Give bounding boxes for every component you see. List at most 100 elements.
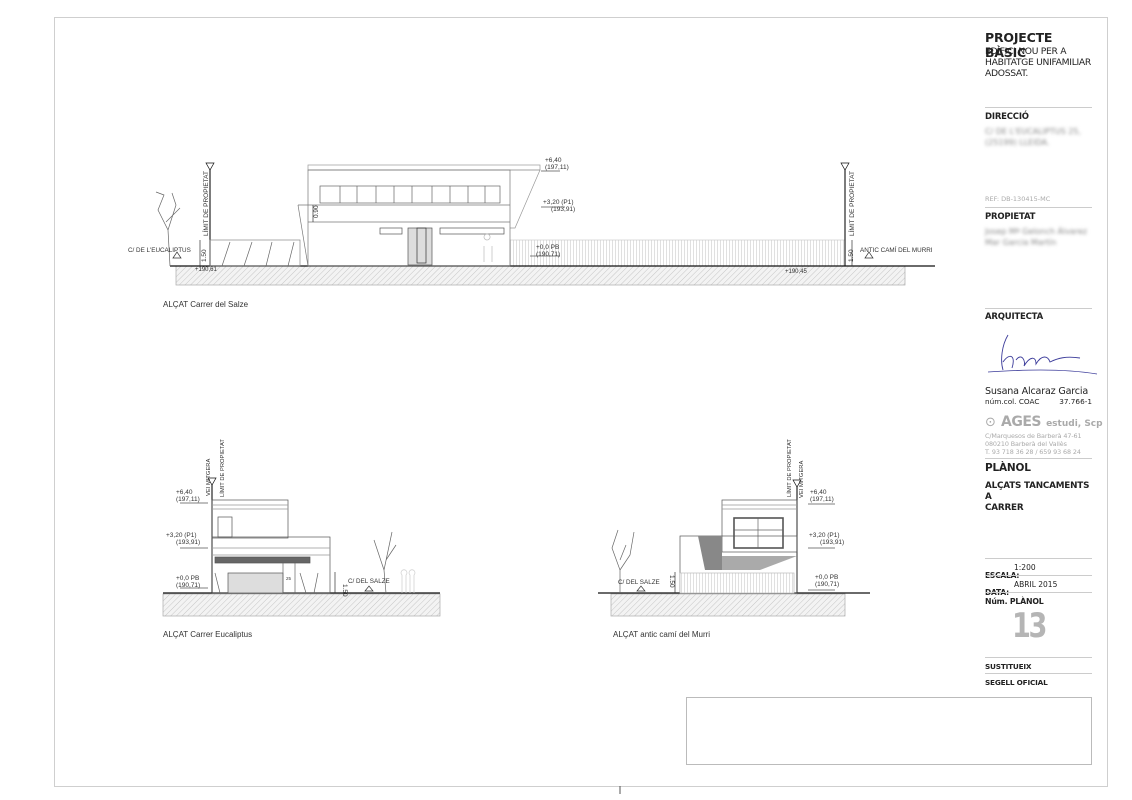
drawing-line [864,251,874,259]
drawing-line [339,186,486,203]
drawing-line [722,556,797,570]
drawing-line [987,369,1098,375]
drawing-line [319,185,501,204]
drawing-line [400,569,416,593]
project-description: EDIFICI NOU PER A HABITATGE UNIFAMILIAR … [985,46,1091,79]
elevation-carrer-eucaliptus [162,477,441,617]
drawing-line [307,164,541,171]
architect-signature [987,334,1098,375]
drawing-line [530,170,565,257]
fence-height-left: 1.50 [201,249,208,262]
pb-level: +0,0 PB [536,244,559,251]
drawing-line [308,169,541,229]
band-height: 0.90 [313,205,320,218]
roof-level-abs: (197,11) [176,496,200,503]
level-right: +190,45 [785,269,808,275]
street-label-left: C/ DE L'EUCALIPTUS [128,247,191,254]
drawing-line [162,593,441,617]
roof-level-abs: (197,11) [810,496,834,503]
drawing-line [212,504,288,510]
drawing-line [211,499,289,539]
plan-number: 13 [1012,606,1047,646]
caption-right: ALÇAT antic camí del Murri [613,630,710,639]
roof-level-abs: (197,11) [545,164,569,171]
divider [985,592,1092,593]
drawing-line [611,529,635,593]
street-label: C/ DEL SALZE [348,578,390,585]
drawing-line [227,572,284,594]
slatted-fence [509,239,846,267]
p1-level: +3,20 (P1) [809,532,840,539]
official-seal-label: SEGELL OFICIAL [985,678,1048,687]
plan-number-label: Núm. PLÀNOL [985,597,1044,606]
left-elevation-labels: VEI MITGERA LÍMIT DE PROPIETAT +6,40 (19… [163,439,390,639]
plan-title: ALÇATS TANCAMENTS A CARRER [985,481,1090,513]
fence-height-right: 1.50 [848,249,855,262]
architect-heading: ARQUITECTA [985,312,1043,322]
pb-level: +0,0 PB [176,575,199,582]
neighbour-wall-label: VEI MITGERA [799,461,805,498]
pb-level-abs: (190,71) [815,581,839,588]
drawing-line [610,593,846,617]
fence-height: 1.50 [668,575,675,588]
drawing-line [679,572,795,594]
address-blurred: C/ DE L'EUCALIPTUS 25, (25199) LLEIDA. [985,127,1081,147]
drawing-line [698,536,722,570]
project-title: PROJECTE BÀSIC [985,30,1053,60]
street-label: C/ DEL SALZE [618,579,660,586]
drawing-line [439,227,505,235]
drawing-line [840,162,850,171]
sheet-frame [54,17,1108,787]
replaces-label: SUSTITUEIX [985,662,1032,671]
roof-level: +6,40 [810,489,827,496]
drawing-line [636,585,646,592]
property-limit-label: LÍMIT DE PROPIETAT [786,439,793,497]
drawing-line [808,503,835,591]
pb-level-abs: (190,71) [536,251,560,258]
drawing-line [180,502,208,589]
drawing-line [205,162,215,171]
reference: REF: DB-130415-MC [985,195,1051,203]
drawing-line [172,251,182,259]
drawing-line [792,479,802,488]
roof-level: +6,40 [545,157,562,164]
firm-logo: ⊙ AGES estudi, Scp [985,414,1103,430]
p1-level-abs: (193,91) [551,206,575,213]
drawing-line [155,191,181,267]
drawing-line [416,227,427,264]
pb-level: +0,0 PB [815,574,838,581]
p1-level-abs: (193,91) [176,539,200,546]
house-number: 25 [286,576,292,581]
plan-heading: PLÀNOL [985,462,1031,474]
property-limit-left: LÍMIT DE PROPIETAT [201,171,210,236]
divider [985,657,1092,658]
drawing-line [721,499,798,553]
divider [985,458,1092,459]
roof-level: +6,40 [176,489,193,496]
drawing-line [319,185,501,204]
divider [985,308,1092,309]
firm-contact: C/Marquesos de Barberà 47-61 080210 Barb… [985,432,1082,456]
divider [985,558,1092,559]
owner-heading: PROPIETAT [985,212,1036,222]
drawing-line [214,563,319,594]
p1-level-abs: (193,91) [820,539,844,546]
property-limit-right: LÍMIT DE PROPIETAT [847,171,856,236]
drawing-line [221,241,295,267]
right-elevation-labels: LÍMIT DE PROPIETAT VEI MITGERA +6,40 (19… [613,439,844,639]
owner-blurred: Josep Mª Gelonch Álvarez Mar Garcia Mart… [985,227,1088,247]
drawing-line [407,227,433,266]
drawing-line [1001,334,1081,371]
elevation-carrer-del-salze [155,162,935,286]
official-seal-box [686,697,1092,765]
elevation-antic-cami-del-murri [598,479,870,617]
pb-level-abs: (190,71) [176,582,200,589]
drawing-line [733,517,784,549]
neighbour-wall-label: VEI MITGERA [206,459,212,496]
drawing-line [214,556,311,564]
divider [985,207,1092,208]
drawing-line [373,531,397,594]
drawing-line [209,239,301,267]
drawing-line [734,518,783,548]
